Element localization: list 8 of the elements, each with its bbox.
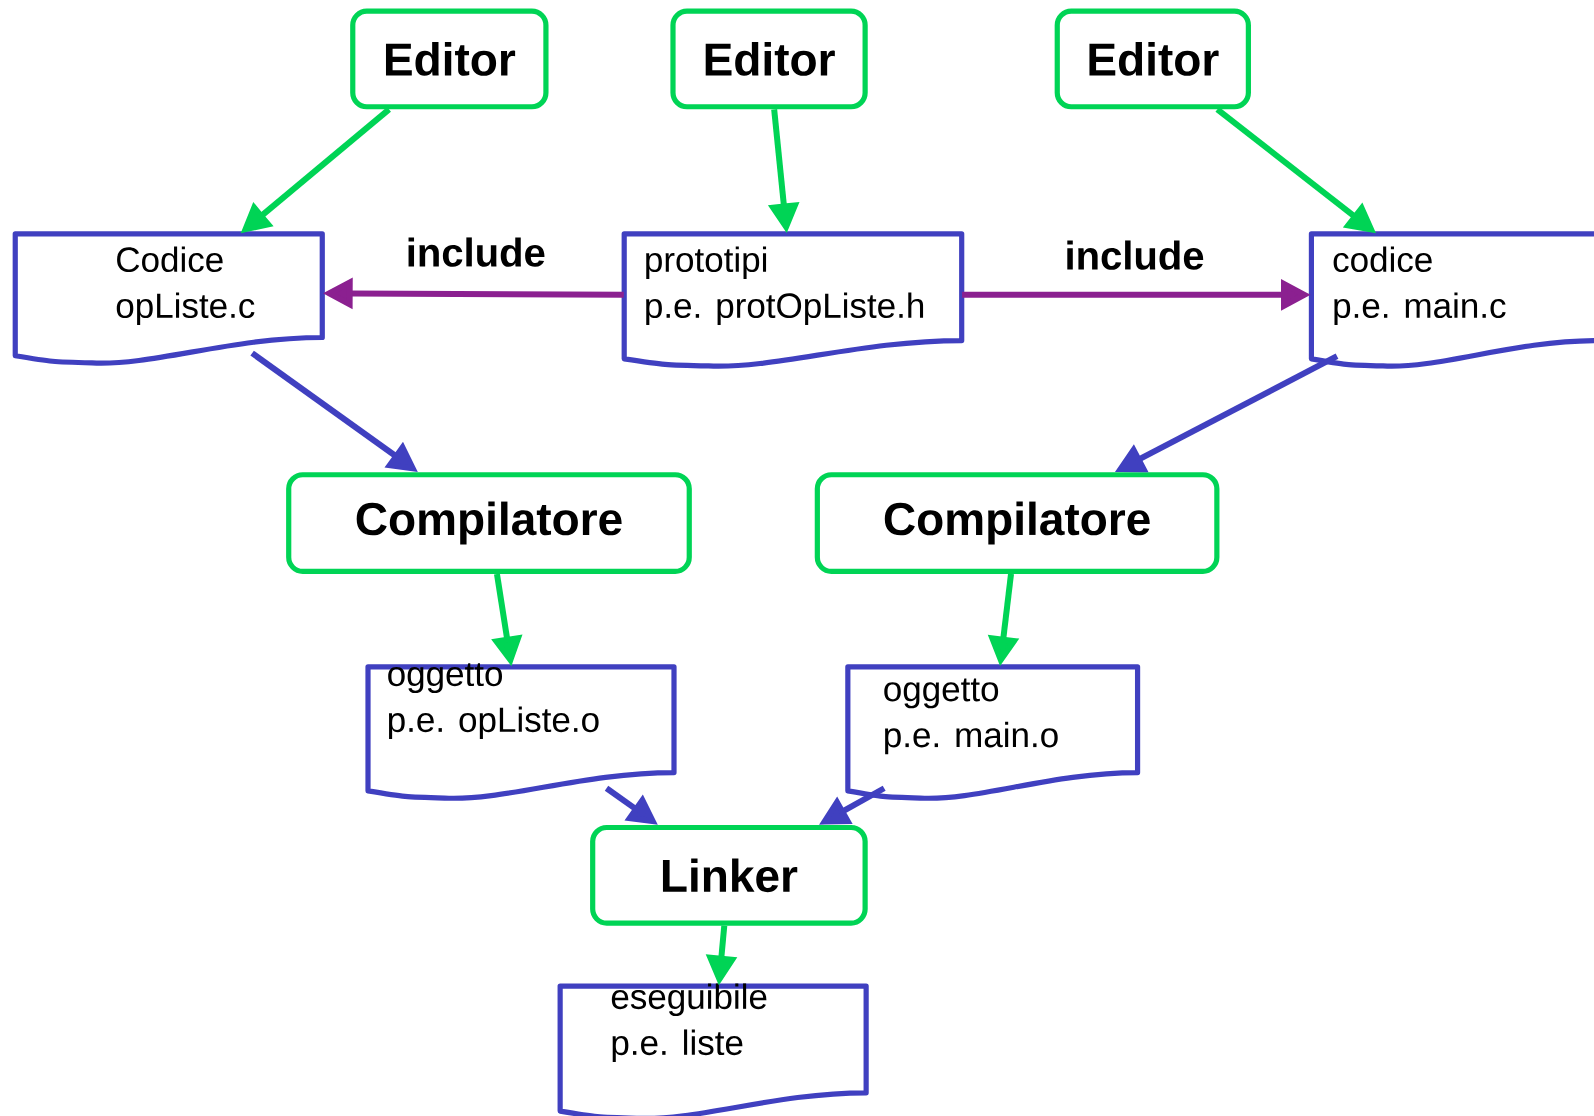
- edge-label: include: [403, 235, 548, 269]
- process-box: Editor: [1054, 8, 1251, 110]
- process-box: Editor: [670, 8, 868, 110]
- process-box: Editor: [350, 8, 549, 110]
- process-box: Linker: [590, 824, 868, 926]
- process-box: Compilatore: [814, 472, 1220, 574]
- process-box: Compilatore: [286, 472, 692, 574]
- edge-label: include: [1062, 238, 1207, 272]
